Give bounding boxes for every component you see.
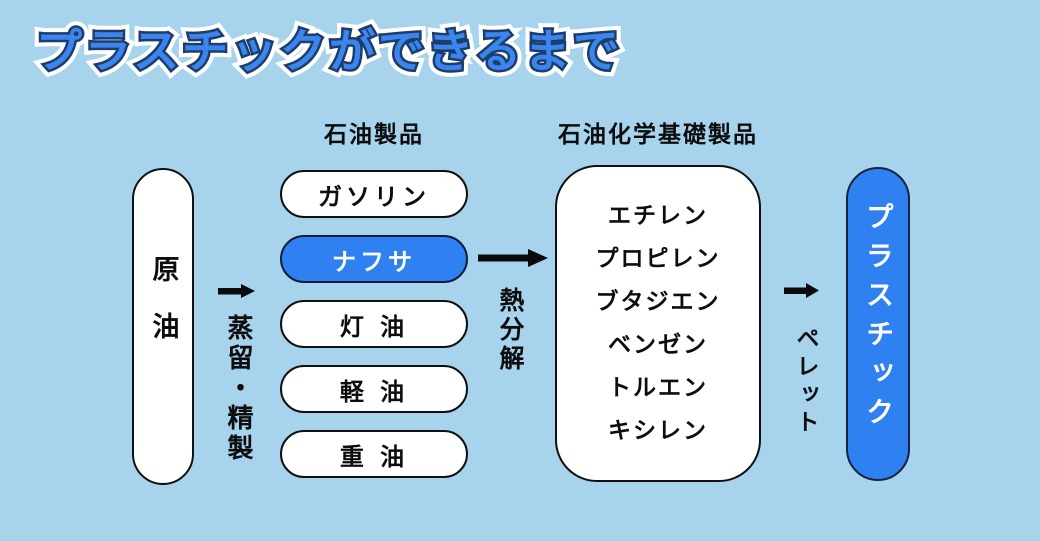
arrow-right-icon <box>218 284 255 298</box>
node-diesel-label: 軽 油 <box>339 377 409 406</box>
node-heavy-oil: 重 油 <box>280 430 468 478</box>
node-gasoline-label: ガソリン <box>318 182 430 211</box>
node-crude-oil-label: 原油 <box>147 254 179 369</box>
step-pellet-label: ペレット <box>792 326 818 438</box>
chemical-butadiene: ブタジエン <box>595 288 721 315</box>
node-plastic: プラスチック <box>846 167 910 481</box>
node-plastic-label: プラスチック <box>862 202 895 436</box>
node-naphtha: ナフサ <box>280 235 468 283</box>
node-heavy-oil-label: 重 油 <box>339 442 409 471</box>
page-title-outer-outline: プラスチックができるまで <box>29 18 625 85</box>
page-title-text: プラスチックができるまで <box>36 24 623 78</box>
step-thermal-cracking-label: 熱分解 <box>496 287 525 374</box>
chemical-toluene: トルエン <box>608 374 708 401</box>
node-crude-oil: 原油 <box>132 168 194 485</box>
arrow-right-icon <box>784 283 819 298</box>
chemical-xylene: キシレン <box>608 417 708 444</box>
node-kerosene-label: 灯 油 <box>339 312 409 341</box>
node-naphtha-label: ナフサ <box>332 247 416 276</box>
chemical-ethylene: エチレン <box>608 202 708 229</box>
node-diesel: 軽 油 <box>280 365 468 413</box>
step-distillation-label: 蒸留・精製 <box>223 314 253 464</box>
chemical-benzene: ベンゼン <box>608 331 708 358</box>
petroleum-products-heading: 石油製品 <box>324 122 424 148</box>
node-kerosene: 灯 油 <box>280 300 468 348</box>
petrochemicals-heading: 石油化学基礎製品 <box>558 122 758 148</box>
node-gasoline: ガソリン <box>280 170 468 218</box>
arrow-right-icon <box>478 249 548 267</box>
page-title-dark-outline: プラスチックができるまで <box>33 22 623 81</box>
chemical-propylene: プロピレン <box>595 245 721 272</box>
node-petrochemicals: エチレン プロピレン ブタジエン ベンゼン トルエン キシレン <box>555 165 761 482</box>
